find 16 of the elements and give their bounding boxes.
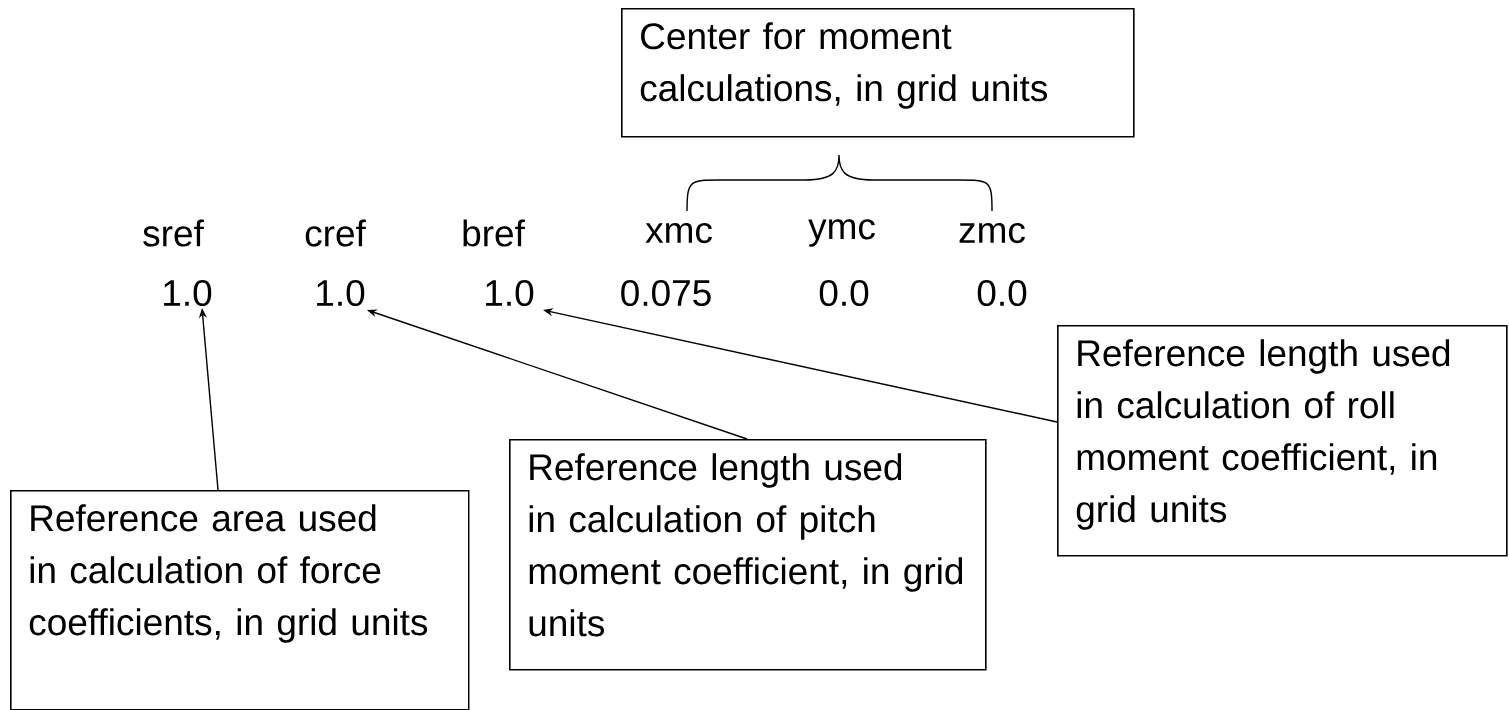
text-box: Reference length used in calculation of pitch moment coefficient, in grid units: [509, 439, 987, 671]
column-header: xmc: [645, 222, 712, 244]
value-text: 0.0: [977, 279, 1027, 307]
value-text: 0.075: [621, 279, 711, 307]
text-box: Reference length used in calculation of roll moment coefficient, in grid units: [1057, 325, 1508, 557]
column-header: zmc: [959, 222, 1025, 244]
text-box: Center for moment calculations, in grid units: [621, 8, 1135, 138]
column-header: cref: [305, 219, 366, 247]
value-text: 1.0: [317, 279, 365, 307]
value-text: 0.0: [819, 279, 869, 307]
column-header: sref: [143, 219, 204, 247]
text-box: Reference area used in calculation of force coefficients, in grid units: [10, 490, 470, 710]
value-text: 1.0: [486, 279, 534, 307]
value-text: 1.0: [164, 279, 212, 307]
column-header: ymc: [808, 219, 875, 247]
column-header: bref: [463, 219, 525, 247]
